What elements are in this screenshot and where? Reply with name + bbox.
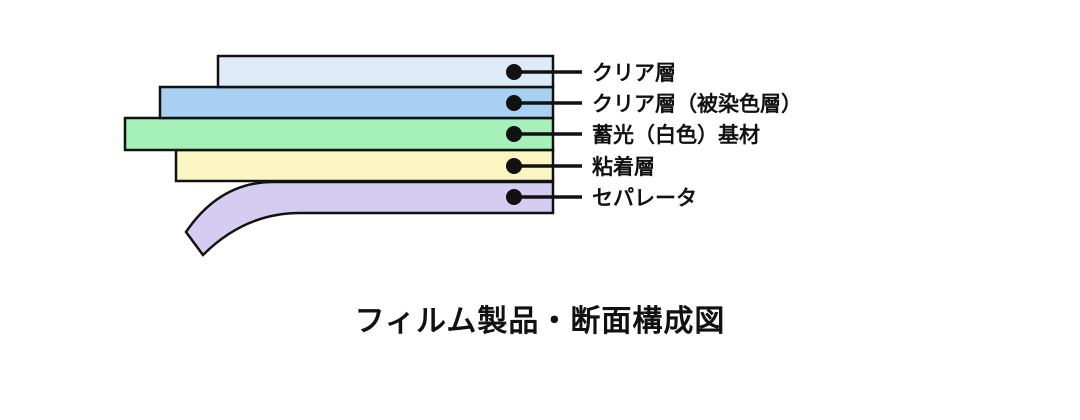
label-adhesive: 粘着層 bbox=[592, 155, 655, 179]
leader-phosphorescent-base bbox=[506, 126, 582, 142]
leader-clear-top bbox=[506, 64, 582, 80]
label-clear-dyed: クリア層（被染色層） bbox=[592, 92, 802, 116]
diagram-caption: フィルム製品・断面構成図 bbox=[354, 304, 726, 339]
layer-clear-dyed-shape bbox=[158, 85, 555, 120]
leader-clear-dyed bbox=[506, 95, 582, 111]
label-separator: セパレータ bbox=[592, 186, 697, 210]
leader-separator bbox=[506, 189, 582, 205]
layer-clear-top-shape bbox=[216, 54, 555, 89]
layer-phosphorescent-base-shape bbox=[123, 116, 555, 152]
leader-adhesive bbox=[506, 158, 582, 174]
label-phosphorescent-base: 蓄光（白色）基材 bbox=[592, 123, 760, 147]
layer-separator-shape bbox=[184, 180, 555, 257]
layer-adhesive-shape bbox=[174, 148, 555, 183]
label-clear-top: クリア層 bbox=[592, 61, 676, 85]
